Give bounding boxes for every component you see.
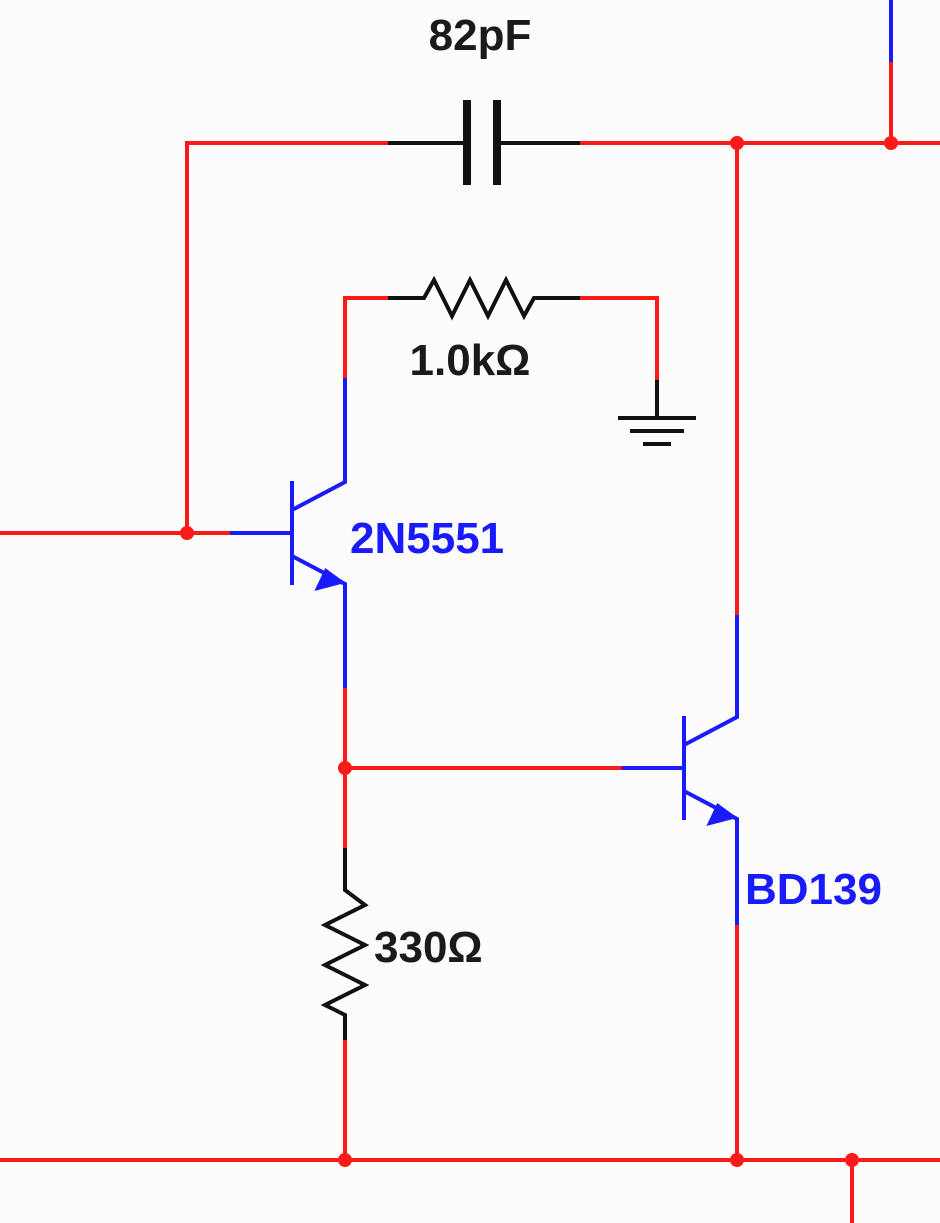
capacitor-82pf [388, 100, 580, 185]
wire-cap-left [185, 141, 390, 535]
wire-r1-right [578, 296, 659, 382]
junction-dot [338, 1153, 352, 1167]
junction-dot [884, 136, 898, 150]
wire-r1-left [343, 296, 390, 380]
resistor-330 [320, 848, 370, 1040]
junction-dot [180, 526, 194, 540]
junction-dot [845, 1153, 859, 1167]
junction-dot [338, 761, 352, 775]
transistor-2n5551 [230, 378, 347, 688]
junction-dot [730, 136, 744, 150]
junctions [180, 136, 898, 1167]
ground-symbol [618, 380, 696, 446]
transistor-output-model-label: BD139 [745, 865, 882, 914]
transistor-driver-model-label: 2N5551 [350, 514, 504, 563]
resistor-1k [388, 275, 580, 321]
resistor-bottom-value-label: 330Ω [374, 923, 483, 972]
capacitor-value-label: 82pF [429, 11, 532, 60]
transistor-bd139 [622, 615, 739, 925]
resistor-top-value-label: 1.0kΩ [410, 336, 531, 385]
wires [0, 60, 940, 1223]
junction-dot [730, 1153, 744, 1167]
